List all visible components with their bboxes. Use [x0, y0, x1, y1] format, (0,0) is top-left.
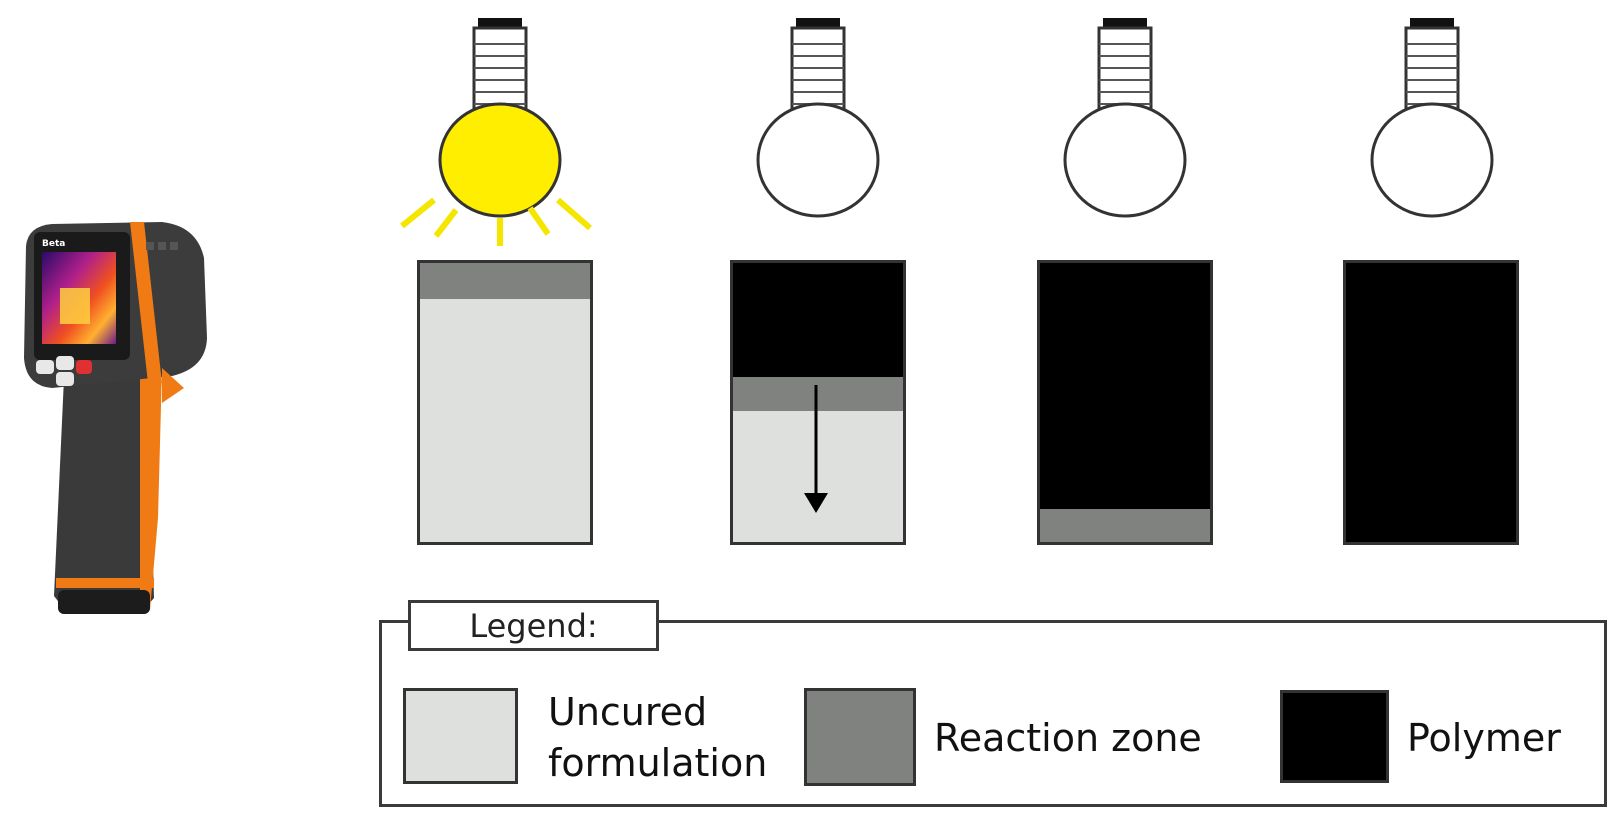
light-bulb-off-icon [1322, 14, 1542, 234]
light-bulb-on-icon [390, 14, 610, 250]
legend-box [379, 620, 1607, 807]
thermal-camera-icon: Beta [12, 218, 212, 626]
light-bulb-off-icon [708, 14, 928, 234]
legend-swatch-reaction-zone [804, 688, 916, 786]
down-arrow-icon [804, 385, 828, 513]
legend-swatch-polymer [1280, 690, 1389, 783]
legend-label-uncured-line2: formulation [548, 741, 768, 785]
light-ray [527, 206, 551, 236]
polymer-layer [733, 263, 903, 378]
light-ray [556, 197, 592, 231]
reaction-zone-layer [1040, 508, 1210, 542]
light-ray [400, 197, 436, 229]
legend-label-uncured-line1: Uncured [548, 690, 708, 734]
legend-swatch-uncured [403, 688, 518, 784]
sample-stage-1 [417, 260, 593, 545]
sample-stage-3 [1037, 260, 1213, 545]
light-ray [433, 208, 459, 238]
svg-text:Beta: Beta [42, 239, 65, 249]
light-bulb-off-icon [1015, 14, 1235, 234]
bulb-glass [438, 102, 562, 218]
reaction-zone-layer [420, 263, 590, 300]
polymer-layer [1346, 263, 1516, 542]
legend-label-polymer: Polymer [1407, 716, 1561, 760]
reaction-zone-layer [733, 377, 903, 411]
legend-label-reaction-zone: Reaction zone [934, 716, 1202, 760]
sample-stage-2 [730, 260, 906, 545]
polymer-layer [1040, 263, 1210, 509]
legend-title: Legend: [408, 600, 659, 651]
sample-stage-4 [1343, 260, 1519, 545]
